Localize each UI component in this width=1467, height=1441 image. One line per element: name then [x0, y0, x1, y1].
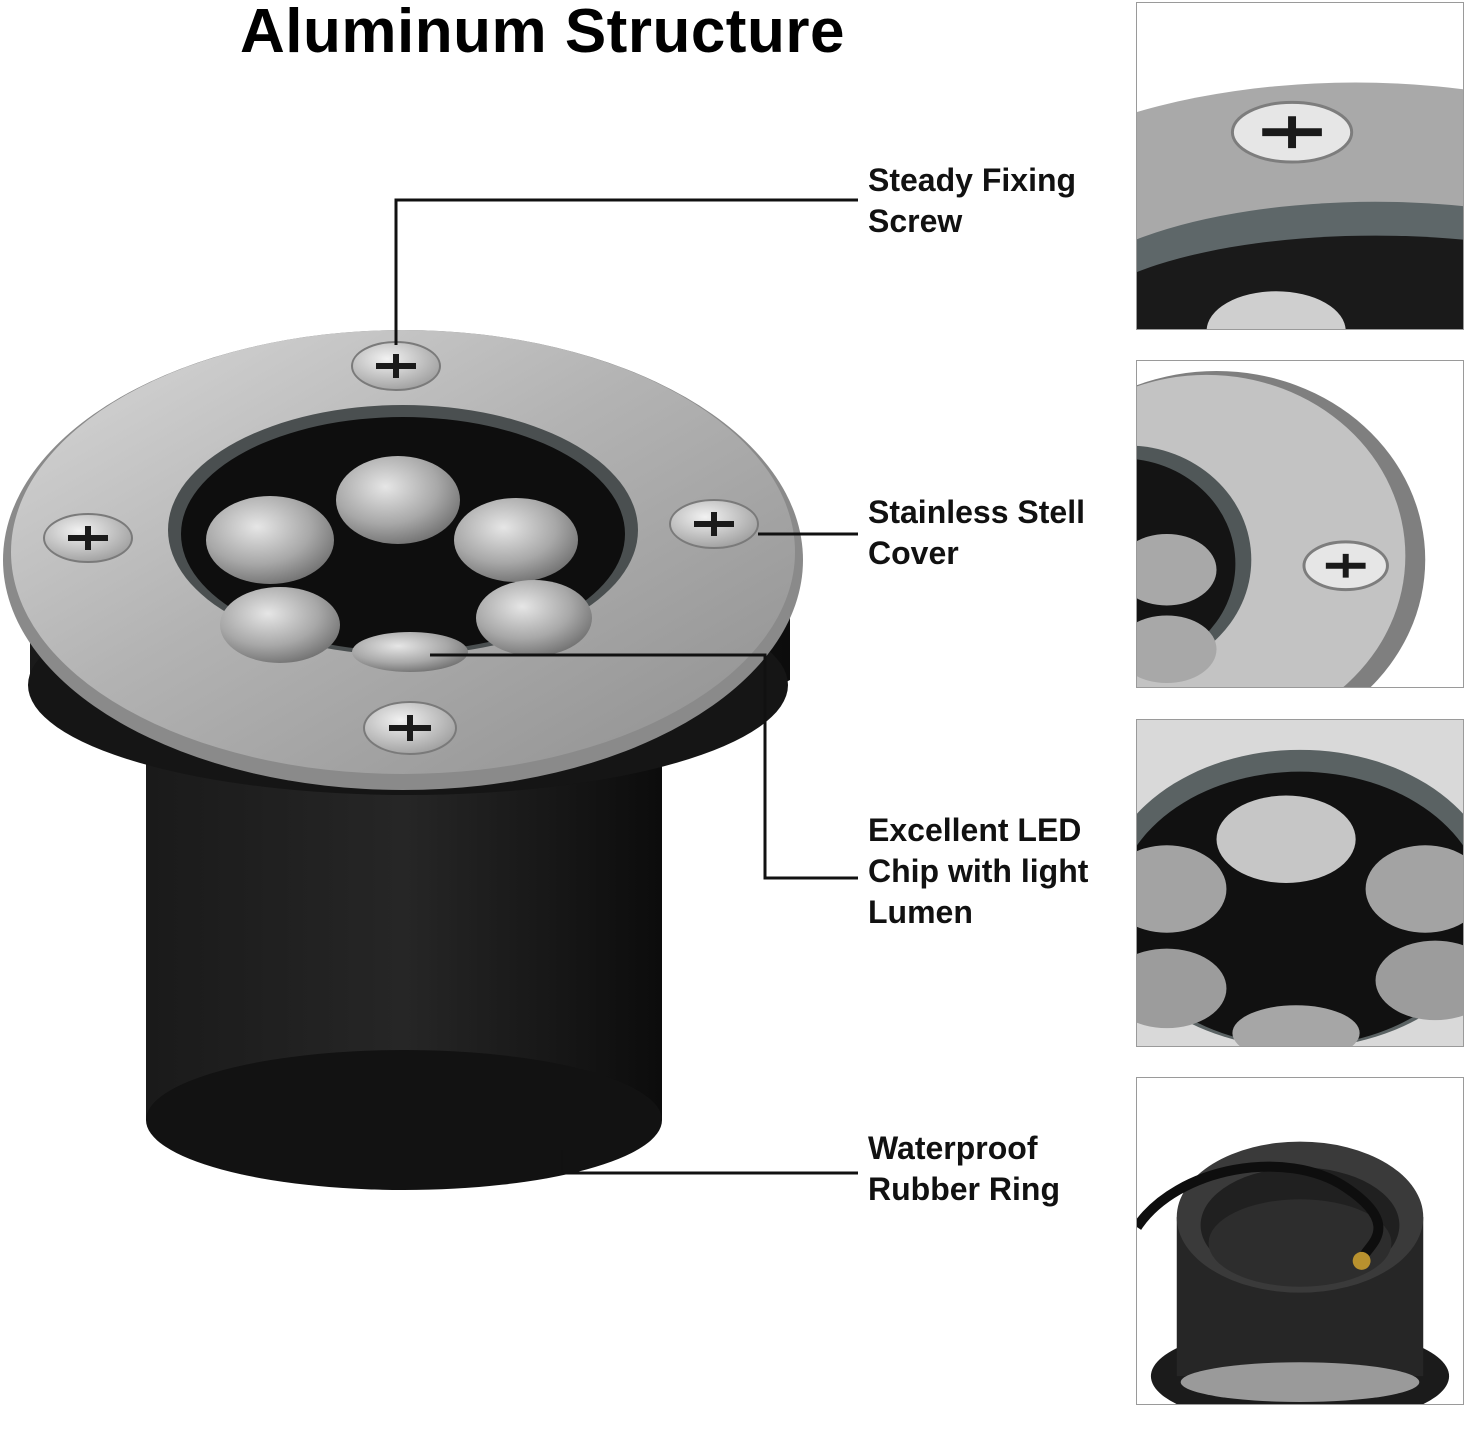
callout-stainless-steel-cover: Stainless Stell Cover — [868, 494, 1085, 571]
lower-housing — [146, 760, 662, 1190]
screw-right — [669, 499, 759, 549]
detail-panel-led — [1136, 719, 1464, 1047]
callout-steady-fixing-screw: Steady Fixing Screw — [868, 162, 1077, 239]
detail-panel-screw — [1136, 2, 1464, 330]
screw-bottom — [363, 701, 457, 755]
leader-line-screw — [394, 198, 858, 345]
detail-panel-cover — [1136, 360, 1464, 688]
callout-led-chip: Excellent LED Chip with light Lumen — [868, 812, 1089, 930]
fixing-screws — [43, 341, 759, 755]
leader-line-ring — [560, 1150, 858, 1175]
led-lenses — [206, 456, 592, 672]
detail-panel-rubber-ring — [1136, 1077, 1464, 1405]
screw-left — [43, 513, 133, 563]
leader-lines — [394, 198, 858, 1175]
screw-top — [351, 341, 441, 391]
page-title: Aluminum Structure — [240, 0, 845, 66]
leader-line-led — [430, 653, 858, 880]
callout-waterproof-rubber-ring: Waterproof Rubber Ring — [868, 1130, 1060, 1207]
